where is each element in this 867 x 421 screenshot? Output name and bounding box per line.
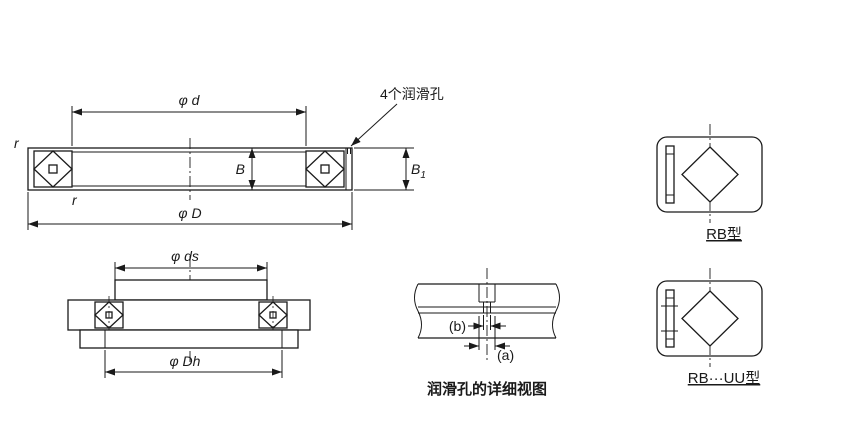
dimension-a: (a) [464, 316, 514, 363]
leader-line [350, 103, 398, 147]
dim-label-d: φ d [179, 92, 201, 108]
mounted-section-view: φ ds φ Dh [67, 248, 311, 378]
roller-section-right [258, 296, 288, 336]
lube-holes-callout: 4个润滑孔 [350, 86, 444, 147]
detail-label-b: (b) [449, 318, 466, 334]
dimension-b: (b) [449, 315, 506, 334]
r-label-inner: r [72, 192, 78, 208]
bolt-hole-slot [665, 145, 675, 204]
dimension-B1: B1 [354, 147, 426, 191]
dimension-ds: φ ds [114, 248, 268, 280]
roller-section-left [94, 296, 124, 336]
dim-label-Dh: φ Dh [170, 353, 201, 369]
dim-label-B1: B1 [411, 161, 426, 181]
roller-diamond [681, 290, 739, 347]
rb-section-block [656, 136, 763, 213]
rb-type-caption: RB型 [706, 226, 742, 243]
slot-outline [665, 289, 675, 348]
dim-label-B: B [236, 161, 245, 177]
dim-label-D: φ D [178, 205, 201, 221]
dimension-d: φ d [71, 92, 307, 146]
bolt-hole-slot [665, 289, 675, 348]
roller-diamond [681, 146, 739, 203]
rbuu-type-caption: RB···UU型 [688, 370, 761, 387]
roller-core [320, 164, 330, 174]
break-line-left [414, 283, 422, 339]
dimension-Dh: φ Dh [104, 350, 283, 378]
housing-plate [79, 329, 299, 349]
roller-core [48, 164, 58, 174]
dimension-D: φ D [27, 192, 353, 230]
break-line-right [552, 283, 560, 339]
dimension-B: B [236, 148, 256, 190]
dim-label-B1-sub: 1 [420, 170, 426, 181]
roller-section-right [305, 150, 345, 188]
slot-outline [665, 145, 675, 204]
lube-holes-label: 4个润滑孔 [380, 86, 444, 102]
r-label-outer: r [14, 135, 20, 151]
detail-view-caption: 润滑孔的详细视图 [427, 380, 547, 398]
rbuu-type-view: RB···UU型 [656, 268, 763, 387]
shaft-flange [114, 279, 268, 301]
dim-label-ds: φ ds [171, 248, 199, 264]
detail-label-a: (a) [497, 347, 514, 363]
dim-label-B1-base: B [411, 161, 420, 177]
rb-type-view: RB型 [656, 124, 763, 243]
main-section-view: φ d 4个润滑孔 B B1 r r φ D [14, 86, 444, 230]
roller-section-left [33, 150, 73, 188]
lube-hole-detail-view: (b) (a) 润滑孔的详细视图 [414, 268, 560, 398]
rbuu-section-block [656, 280, 763, 357]
